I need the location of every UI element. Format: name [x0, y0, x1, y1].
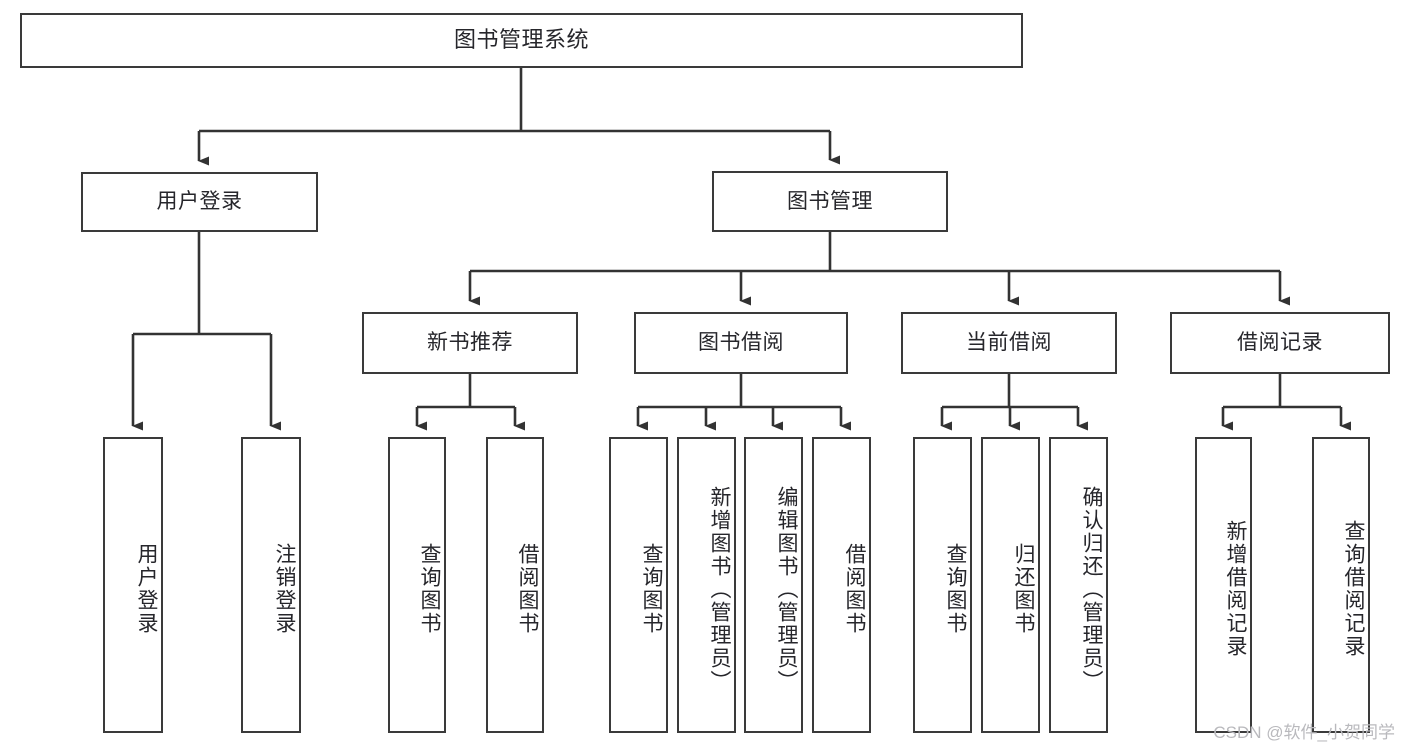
leaf-box-4[interactable]: 查询图书 [609, 437, 668, 733]
leaf-label: 新增图书（管理员） [708, 485, 731, 693]
leaf-label: 新增借阅记录 [1224, 520, 1247, 658]
level2-box-2[interactable]: 当前借阅 [901, 312, 1117, 374]
level2-label: 当前借阅 [966, 331, 1052, 355]
leaf-box-7[interactable]: 借阅图书 [812, 437, 871, 733]
level2-box-1[interactable]: 图书借阅 [634, 312, 848, 374]
level1-label: 图书管理 [787, 189, 873, 213]
leaf-box-2[interactable]: 查询图书 [388, 437, 446, 733]
leaf-label: 编辑图书（管理员） [775, 485, 798, 693]
leaf-label: 借阅图书 [516, 543, 539, 635]
leaf-box-10[interactable]: 确认归还（管理员） [1049, 437, 1108, 733]
leaf-box-3[interactable]: 借阅图书 [486, 437, 544, 733]
root-box-0[interactable]: 图书管理系统 [20, 13, 1023, 68]
leaf-box-5[interactable]: 新增图书（管理员） [677, 437, 736, 733]
leaf-box-1[interactable]: 注销登录 [241, 437, 301, 733]
leaf-label: 用户登录 [135, 543, 158, 635]
leaf-label: 查询图书 [640, 543, 663, 635]
level2-label: 图书借阅 [698, 331, 784, 355]
leaf-box-8[interactable]: 查询图书 [913, 437, 972, 733]
leaf-box-6[interactable]: 编辑图书（管理员） [744, 437, 803, 733]
leaf-label: 查询图书 [944, 543, 967, 635]
leaf-label: 查询借阅记录 [1342, 520, 1365, 658]
level1-box-0[interactable]: 用户登录 [81, 172, 318, 232]
level1-box-1[interactable]: 图书管理 [712, 171, 948, 232]
leaf-box-12[interactable]: 查询借阅记录 [1312, 437, 1370, 733]
level2-box-3[interactable]: 借阅记录 [1170, 312, 1390, 374]
level2-label: 借阅记录 [1237, 331, 1323, 355]
leaf-label: 注销登录 [273, 543, 296, 635]
watermark-label: CSDN @软件_小贺同学 [1213, 723, 1395, 742]
leaf-label: 确认归还（管理员） [1080, 485, 1103, 693]
level1-label: 用户登录 [156, 190, 243, 214]
leaf-box-11[interactable]: 新增借阅记录 [1195, 437, 1252, 733]
leaf-label: 归还图书 [1012, 543, 1035, 635]
root-label: 图书管理系统 [453, 27, 589, 53]
leaf-label: 借阅图书 [843, 543, 866, 635]
leaf-label: 查询图书 [418, 543, 441, 635]
leaf-box-0[interactable]: 用户登录 [103, 437, 163, 733]
leaf-box-9[interactable]: 归还图书 [981, 437, 1040, 733]
level2-box-0[interactable]: 新书推荐 [362, 312, 578, 374]
level2-label: 新书推荐 [427, 331, 513, 355]
